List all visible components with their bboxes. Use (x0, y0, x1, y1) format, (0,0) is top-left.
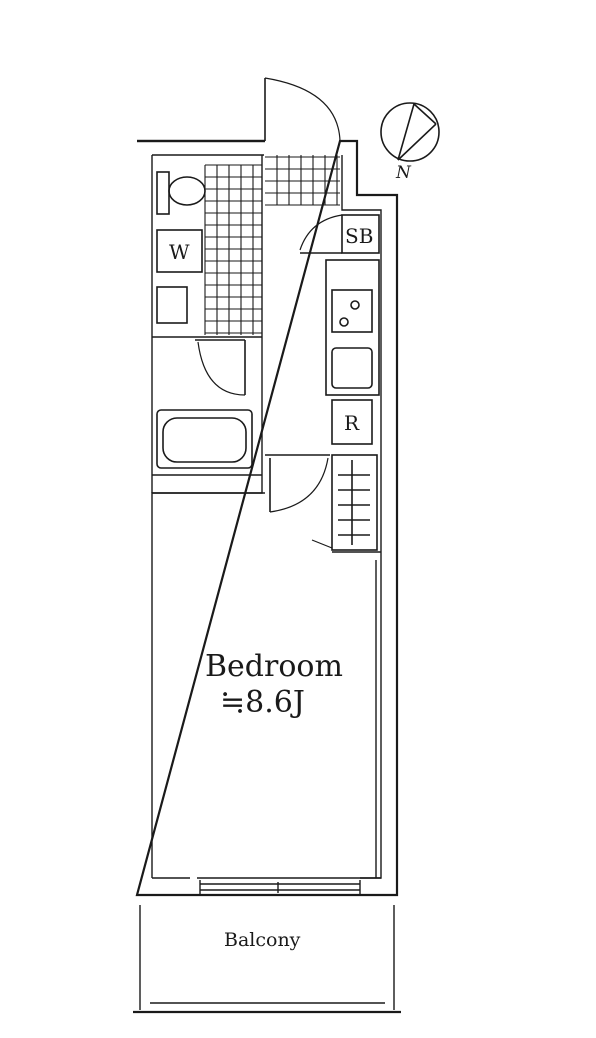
balcony-label: Balcony (224, 929, 301, 951)
closet-door-mark (311, 539, 333, 549)
toilet-tank (156, 171, 170, 215)
washbasin (156, 286, 188, 324)
refrigerator-label: R (344, 411, 360, 435)
washer-label: W (169, 240, 190, 264)
refrigerator: R (331, 399, 373, 445)
bathtub-inner (162, 417, 247, 463)
kitchen (325, 259, 380, 396)
kitchen-counter (325, 259, 380, 396)
stove-burner-1 (339, 317, 349, 327)
compass: N (380, 102, 440, 183)
refrigerator-box (331, 399, 373, 445)
shoe-box-rect (341, 214, 380, 254)
balcony-window (199, 880, 361, 895)
bedroom-door (265, 454, 330, 513)
kitchen-sink (331, 347, 373, 389)
tile-grid-entry (265, 155, 340, 206)
balcony: Balcony (133, 905, 401, 1014)
bathroom-door-swing (197, 341, 246, 396)
stove (331, 289, 373, 333)
bedroom-door-swing (269, 457, 329, 513)
shoe-box-label: SB (345, 224, 373, 248)
closet-box (331, 454, 378, 551)
stove-burner-2 (350, 300, 360, 310)
washbasin-box (156, 286, 188, 324)
bedroom-area: ≒8.6J (220, 685, 305, 720)
compass-tick (413, 103, 437, 125)
bedroom-name: Bedroom (205, 649, 343, 684)
bathroom-door (195, 339, 246, 396)
entrance-door (264, 77, 341, 142)
toilet (156, 171, 206, 215)
bathtub-outer (156, 409, 253, 469)
toilet-bowl (168, 176, 206, 206)
shoe-box-door-swing (299, 214, 343, 251)
shoe-box: SB (299, 214, 380, 254)
outer-wall-path (135, 139, 399, 897)
compass-needle (397, 103, 415, 161)
entrance-door-swing (264, 77, 341, 142)
closet (311, 454, 378, 551)
bathtub (156, 409, 253, 469)
washer: W (156, 229, 203, 273)
tile-grid-toilet (204, 164, 262, 335)
washer-box (156, 229, 203, 273)
compass-north-label: N (395, 163, 412, 183)
compass-circle (380, 102, 440, 162)
compass-tick-2 (397, 123, 437, 161)
